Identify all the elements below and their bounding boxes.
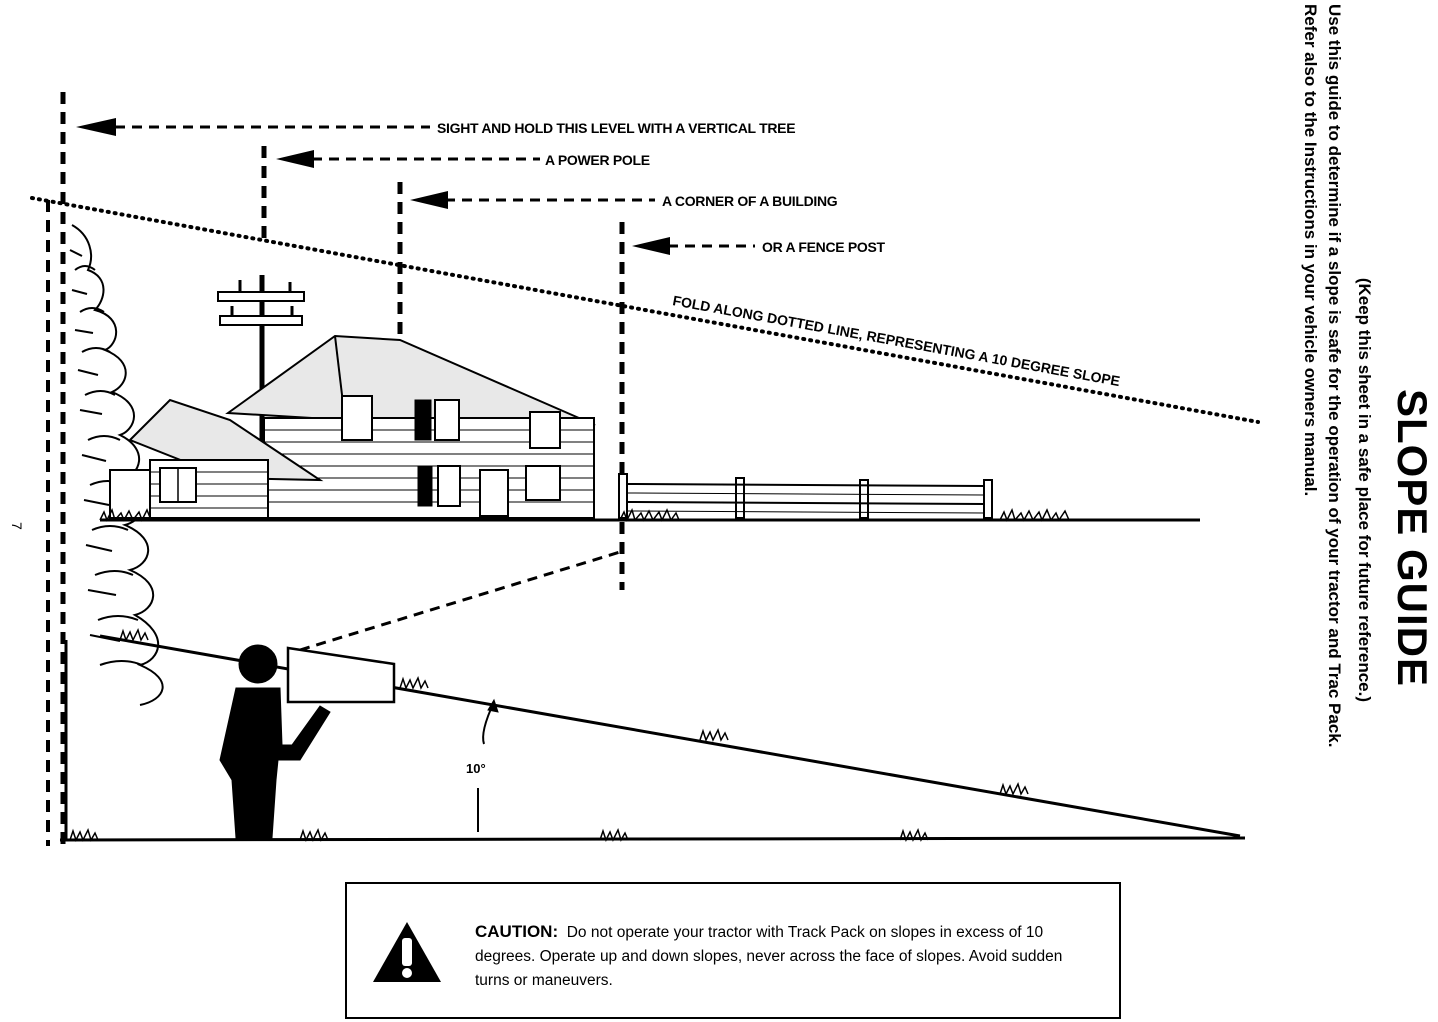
angle-label: 10°	[466, 761, 486, 776]
caution-heading: CAUTION:	[475, 922, 559, 941]
label-tree: SIGHT AND HOLD THIS LEVEL WITH A VERTICA…	[437, 120, 795, 136]
header-rotated: SLOPE GUIDE (Keep this sheet in a safe p…	[1292, 0, 1438, 1022]
instruction-line-1: Use this guide to determine if a slope i…	[1325, 4, 1344, 748]
page-subtitle: (Keep this sheet in a safe place for fut…	[1355, 277, 1374, 702]
sight-lines	[60, 92, 625, 846]
fence-illustration	[618, 473, 993, 519]
label-fence: OR A FENCE POST	[762, 239, 886, 255]
instruction-line-2: Refer also to the Instructions in your v…	[1301, 4, 1320, 497]
page-title: SLOPE GUIDE	[1389, 388, 1436, 687]
guide-sheet	[286, 646, 396, 704]
warning-triangle-icon	[373, 922, 441, 982]
house-illustration	[109, 334, 596, 519]
caution-body: Do not operate your tractor with Track P…	[475, 924, 1063, 989]
tree-illustration	[69, 224, 164, 706]
label-pole: A POWER POLE	[545, 152, 650, 168]
angle-indicator	[477, 698, 499, 832]
caution-box: CAUTION: Do not operate your tractor wit…	[345, 882, 1121, 1019]
arrowheads	[76, 118, 670, 255]
label-building: A CORNER OF A BUILDING	[662, 193, 838, 209]
base-ground	[59, 827, 1246, 842]
pointer-lines	[115, 125, 755, 248]
caution-text: CAUTION: Do not operate your tractor wit…	[475, 920, 1095, 993]
fold-line	[30, 196, 1260, 424]
upper-ground	[99, 507, 1200, 522]
person-silhouette	[219, 644, 331, 839]
page-number: 7	[9, 522, 25, 530]
header-panel: SLOPE GUIDE (Keep this sheet in a safe p…	[1292, 0, 1438, 1022]
fold-label: FOLD ALONG DOTTED LINE, REPRESENTING A 1…	[671, 292, 1121, 389]
eye-sight-line	[299, 550, 621, 652]
